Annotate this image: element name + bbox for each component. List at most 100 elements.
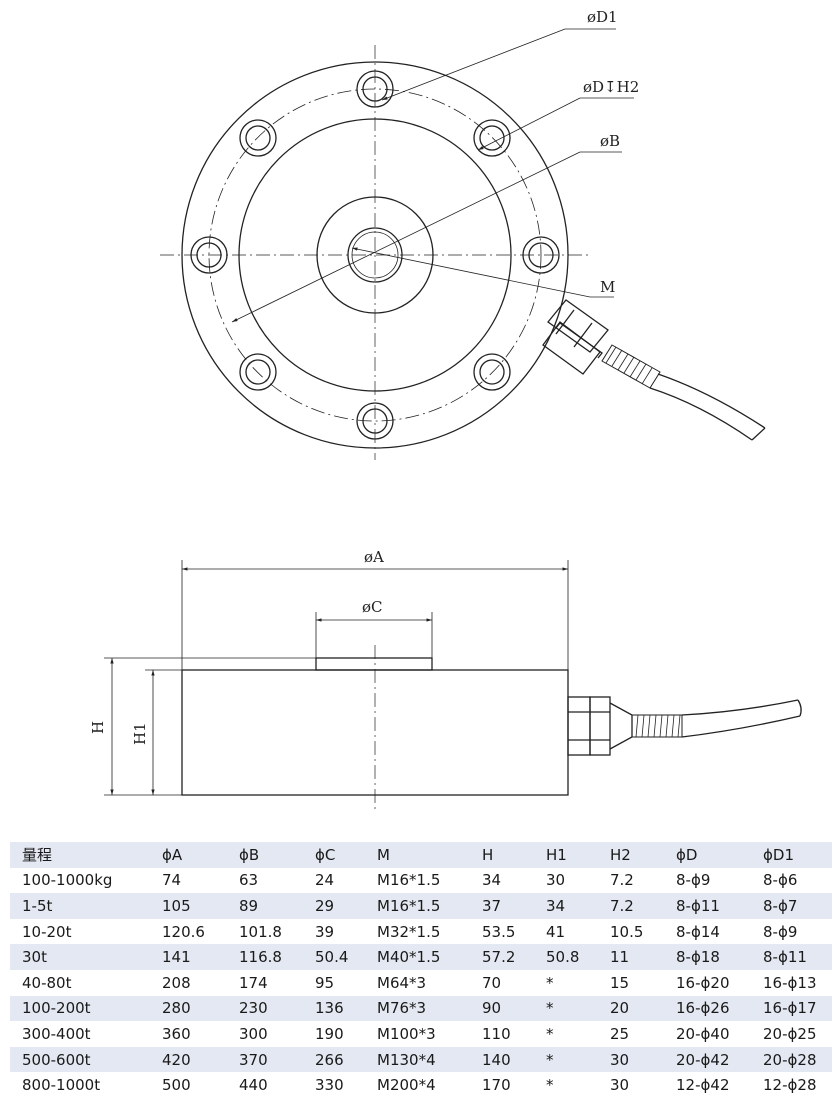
table-cell: 20 <box>610 999 630 1018</box>
table-cell: 280 <box>162 999 191 1018</box>
header-d1: ϕD1 <box>763 845 794 864</box>
table-cell: 16-ϕ26 <box>676 999 730 1018</box>
header-h2: H2 <box>610 845 631 864</box>
table-cell: 440 <box>239 1076 268 1095</box>
dimension-a <box>181 560 569 670</box>
table-cell: 370 <box>239 1050 268 1069</box>
header-c: ϕC <box>315 845 336 864</box>
table-cell: 25 <box>610 1024 630 1043</box>
outer-flange-circle <box>181 61 569 449</box>
table-cell: 12-ϕ28 <box>763 1076 817 1095</box>
table-cell: 34 <box>546 896 566 915</box>
hub-circle <box>316 196 434 314</box>
label-d1: øD1 <box>587 8 618 26</box>
thread-circle <box>347 227 403 283</box>
table-cell: 110 <box>482 1024 511 1043</box>
table-cell: 300 <box>239 1024 268 1043</box>
table-cell: M64*3 <box>377 973 427 992</box>
table-cell: M130*4 <box>377 1050 436 1069</box>
table-cell: 53.5 <box>482 922 516 941</box>
table-cell: 8-ϕ18 <box>676 948 720 967</box>
table-cell: 12-ϕ42 <box>676 1076 730 1095</box>
table-cell: 8-ϕ7 <box>763 896 798 915</box>
table-cell: 100-200t <box>22 999 91 1018</box>
table-cell: * <box>546 973 554 992</box>
table-cell: 330 <box>315 1076 344 1095</box>
table-cell: 39 <box>315 922 335 941</box>
table-cell: M200*4 <box>377 1076 436 1095</box>
top-view <box>160 28 766 460</box>
header-m: M <box>377 845 390 864</box>
table-cell: 57.2 <box>482 948 516 967</box>
table-cell: 16-ϕ17 <box>763 999 817 1018</box>
table-cell: 30 <box>610 1076 630 1095</box>
body-circle <box>238 118 512 392</box>
dimension-h1 <box>145 669 182 795</box>
table-cell: M32*1.5 <box>377 922 441 941</box>
table-cell: 24 <box>315 871 335 890</box>
table-cell: 360 <box>162 1024 191 1043</box>
table-cell: 10-20t <box>22 922 72 941</box>
table-cell: 90 <box>482 999 502 1018</box>
bolt-holes <box>190 70 560 440</box>
label-m: M <box>600 278 615 296</box>
header-range: 量程 <box>22 846 53 865</box>
table-cell: 500 <box>162 1076 191 1095</box>
table-cell: 500-600t <box>22 1050 91 1069</box>
table-cell: M16*1.5 <box>377 896 441 915</box>
table-cell: 116.8 <box>239 948 282 967</box>
table-cell: 70 <box>482 973 502 992</box>
label-a: øA <box>364 548 384 566</box>
table-row: 800-1000t 500 440 330 M200*4 170 * 30 12-ϕ42 12-ϕ… <box>10 1072 832 1098</box>
table-cell: 140 <box>482 1050 511 1069</box>
table-cell: 101.8 <box>239 922 282 941</box>
table-cell: 15 <box>610 973 630 992</box>
load-cell-drawing: øD1 øD↧H2 øB M <box>89 8 802 812</box>
table-cell: 800-1000t <box>22 1076 101 1095</box>
table-cell: 208 <box>162 973 191 992</box>
table-cell: 7.2 <box>610 896 634 915</box>
table-cell: * <box>546 1076 554 1095</box>
label-b: øB <box>600 132 620 150</box>
table-cell: 10.5 <box>610 922 644 941</box>
table-cell: 11 <box>610 948 630 967</box>
table-cell: 1-5t <box>22 896 53 915</box>
header-d: ϕD <box>676 845 698 864</box>
table-cell: 420 <box>162 1050 191 1069</box>
side-view <box>104 560 802 812</box>
table-cell: 8-ϕ9 <box>676 871 711 890</box>
side-connector <box>567 696 802 756</box>
table-cell: 95 <box>315 973 335 992</box>
table-cell: 37 <box>482 896 502 915</box>
table-cell: 30 <box>546 871 566 890</box>
table-cell: 30 <box>610 1050 630 1069</box>
table-cell: 8-ϕ14 <box>676 922 720 941</box>
table-cell: 170 <box>482 1076 511 1095</box>
table-cell: 63 <box>239 871 259 890</box>
table-cell: 100-1000kg <box>22 871 113 890</box>
table-cell: 174 <box>239 973 268 992</box>
table-cell: 141 <box>162 948 191 967</box>
table-cell: 8-ϕ11 <box>763 948 807 967</box>
table-cell: 41 <box>546 922 566 941</box>
bolt-circle <box>208 88 542 422</box>
header-h1: H1 <box>546 845 567 864</box>
top-connector <box>542 299 766 441</box>
table-cell: * <box>546 1050 554 1069</box>
label-h1: H1 <box>131 722 149 745</box>
table-cell: 74 <box>162 871 182 890</box>
label-h: H <box>89 721 107 734</box>
header-b: ϕB <box>239 845 260 864</box>
table-cell: 230 <box>239 999 268 1018</box>
dimension-h <box>104 657 316 796</box>
table-cell: 266 <box>315 1050 344 1069</box>
